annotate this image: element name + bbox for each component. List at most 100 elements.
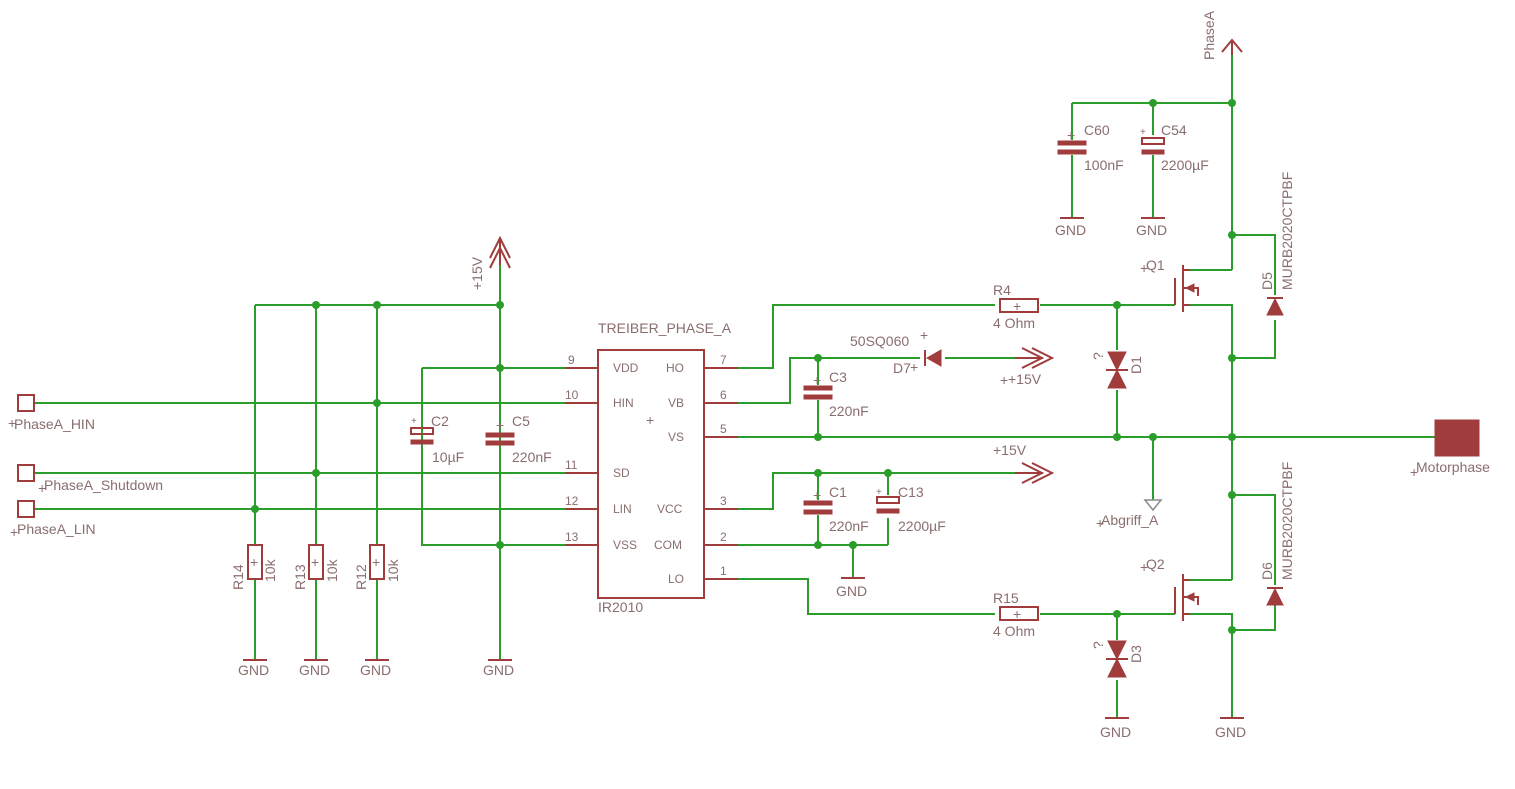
gnd-label: GND bbox=[1100, 724, 1131, 740]
diode-d3[interactable]: ? D3 bbox=[1090, 640, 1144, 678]
svg-text:+: + bbox=[646, 412, 654, 428]
capacitor-c2[interactable]: + C2 10µF bbox=[410, 413, 464, 465]
ic-value: IR2010 bbox=[598, 599, 643, 615]
gnd-label: GND bbox=[360, 662, 391, 678]
gnd-vss: GND bbox=[483, 659, 514, 678]
ref-label: C1 bbox=[829, 484, 847, 500]
ref-label: C5 bbox=[512, 413, 530, 429]
pin-name: SD bbox=[613, 466, 630, 480]
pin-name: VDD bbox=[613, 361, 639, 375]
pin-name: VSS bbox=[613, 538, 637, 552]
pin-num: 2 bbox=[720, 530, 727, 544]
gnd-label: GND bbox=[299, 662, 330, 678]
motorphase-connector[interactable]: + Motorphase bbox=[1410, 419, 1490, 480]
port-phasea-hin[interactable]: + PhaseA_HIN bbox=[8, 394, 95, 432]
value-label: 220nF bbox=[829, 518, 869, 534]
capacitor-c3[interactable]: + C3 220nF bbox=[803, 369, 869, 419]
svg-text:+: + bbox=[910, 359, 918, 375]
ic-ir2010[interactable]: TREIBER_PHASE_A IR2010 + 9 VDD 10 HIN 11… bbox=[565, 320, 738, 615]
supply-label: +15V bbox=[1008, 371, 1042, 387]
mosfet-q2[interactable]: + Q2 bbox=[1140, 556, 1199, 621]
supply-15v-vcc[interactable]: +15V bbox=[993, 442, 1055, 484]
gnd-c54: GND bbox=[1136, 217, 1167, 238]
gnd-label: GND bbox=[1136, 222, 1167, 238]
resistor-r12[interactable]: + R12 10k bbox=[353, 544, 401, 590]
capacitor-c60[interactable]: + C60 100nF bbox=[1057, 122, 1124, 173]
svg-text:+: + bbox=[920, 327, 928, 343]
ref-label: R12 bbox=[353, 564, 369, 590]
capacitor-c5[interactable]: + C5 220nF bbox=[485, 413, 552, 465]
svg-text:+: + bbox=[1410, 464, 1418, 480]
value-label: 10k bbox=[385, 558, 401, 582]
value-label: 220nF bbox=[829, 403, 869, 419]
ref-label: Q1 bbox=[1146, 257, 1165, 273]
ref-label: C54 bbox=[1161, 122, 1187, 138]
pin-num: 3 bbox=[720, 494, 727, 508]
pin-num: 7 bbox=[720, 353, 727, 367]
port-phasea-shutdown[interactable]: + PhaseA_Shutdown bbox=[17, 464, 163, 496]
value-label: 4 Ohm bbox=[993, 315, 1035, 331]
pin-name: HO bbox=[666, 361, 684, 375]
pin-num: 6 bbox=[720, 388, 727, 402]
ref-label: D1 bbox=[1128, 356, 1144, 374]
port-phasea-lin[interactable]: + PhaseA_LIN bbox=[10, 500, 96, 540]
diode-d5[interactable]: D5 MURB2020CTPBF bbox=[1259, 172, 1295, 316]
resistor-r14[interactable]: + R14 10k bbox=[230, 544, 278, 590]
diode-d7[interactable]: + 50SQ060 D7 + bbox=[850, 327, 942, 376]
mosfet-q1[interactable]: + Q1 bbox=[1140, 257, 1199, 312]
svg-text:+: + bbox=[1000, 372, 1008, 388]
capacitor-c54[interactable]: + C54 2200µF bbox=[1140, 122, 1209, 173]
gnd-r14: GND bbox=[238, 659, 269, 678]
ref-label: C60 bbox=[1084, 122, 1110, 138]
resistor-r4[interactable]: + R4 4 Ohm bbox=[993, 282, 1039, 331]
value-label: 2200µF bbox=[898, 518, 946, 534]
diode-d1[interactable]: ? D1 bbox=[1090, 351, 1144, 389]
svg-text:+: + bbox=[250, 554, 258, 570]
abgriff-a-label[interactable]: + Abgriff_A bbox=[1096, 499, 1163, 531]
pin-num: 12 bbox=[565, 494, 579, 508]
pin-num: 9 bbox=[568, 353, 575, 367]
pin-name: HIN bbox=[613, 396, 634, 410]
svg-text:+: + bbox=[38, 480, 46, 496]
gnd-label: GND bbox=[1055, 222, 1086, 238]
pin-num: 11 bbox=[565, 458, 578, 472]
diode-d6[interactable]: D6 MURB2020CTPBF bbox=[1259, 462, 1295, 606]
ref-label: Q2 bbox=[1146, 556, 1165, 572]
ref-label: C3 bbox=[829, 369, 847, 385]
svg-text:+: + bbox=[10, 524, 18, 540]
supply-15v-d7[interactable]: + +15V bbox=[1000, 347, 1055, 388]
gnd-r13: GND bbox=[299, 659, 330, 678]
ref-label: R13 bbox=[292, 564, 308, 590]
pin-name: LIN bbox=[613, 502, 632, 516]
capacitor-c13[interactable]: + C13 2200µF bbox=[876, 484, 946, 534]
supply-label: PhaseA bbox=[1201, 10, 1217, 60]
capacitor-c1[interactable]: + C1 220nF bbox=[803, 484, 869, 534]
supply-15v-top[interactable]: +15V bbox=[469, 235, 511, 290]
supply-label: +15V bbox=[993, 442, 1027, 458]
supply-phasea[interactable]: PhaseA bbox=[1201, 10, 1243, 60]
svg-text:+: + bbox=[813, 487, 821, 503]
junction-nodes bbox=[251, 99, 1236, 634]
wires bbox=[35, 55, 1435, 718]
port-label: PhaseA_LIN bbox=[17, 521, 96, 537]
value-label: ? bbox=[1090, 641, 1106, 649]
svg-text:+: + bbox=[496, 417, 504, 433]
svg-text:+: + bbox=[1013, 606, 1021, 622]
gnd-label: GND bbox=[483, 662, 514, 678]
resistor-r13[interactable]: + R13 10k bbox=[292, 544, 340, 590]
pin-num: 10 bbox=[565, 388, 579, 402]
svg-text:+: + bbox=[1140, 260, 1148, 276]
gnd-q2: GND bbox=[1215, 717, 1246, 740]
value-label: MURB2020CTPBF bbox=[1279, 462, 1295, 580]
svg-text:+: + bbox=[372, 554, 380, 570]
svg-text:+: + bbox=[876, 487, 882, 498]
ref-label: R15 bbox=[993, 590, 1019, 606]
gnd-c60: GND bbox=[1055, 217, 1086, 238]
supply-label: +15V bbox=[469, 256, 485, 290]
value-label: 10k bbox=[324, 558, 340, 582]
resistor-r15[interactable]: + R15 4 Ohm bbox=[993, 590, 1039, 639]
pin-num: 13 bbox=[565, 530, 579, 544]
ref-label: R14 bbox=[230, 564, 246, 590]
value-label: 220nF bbox=[512, 449, 552, 465]
